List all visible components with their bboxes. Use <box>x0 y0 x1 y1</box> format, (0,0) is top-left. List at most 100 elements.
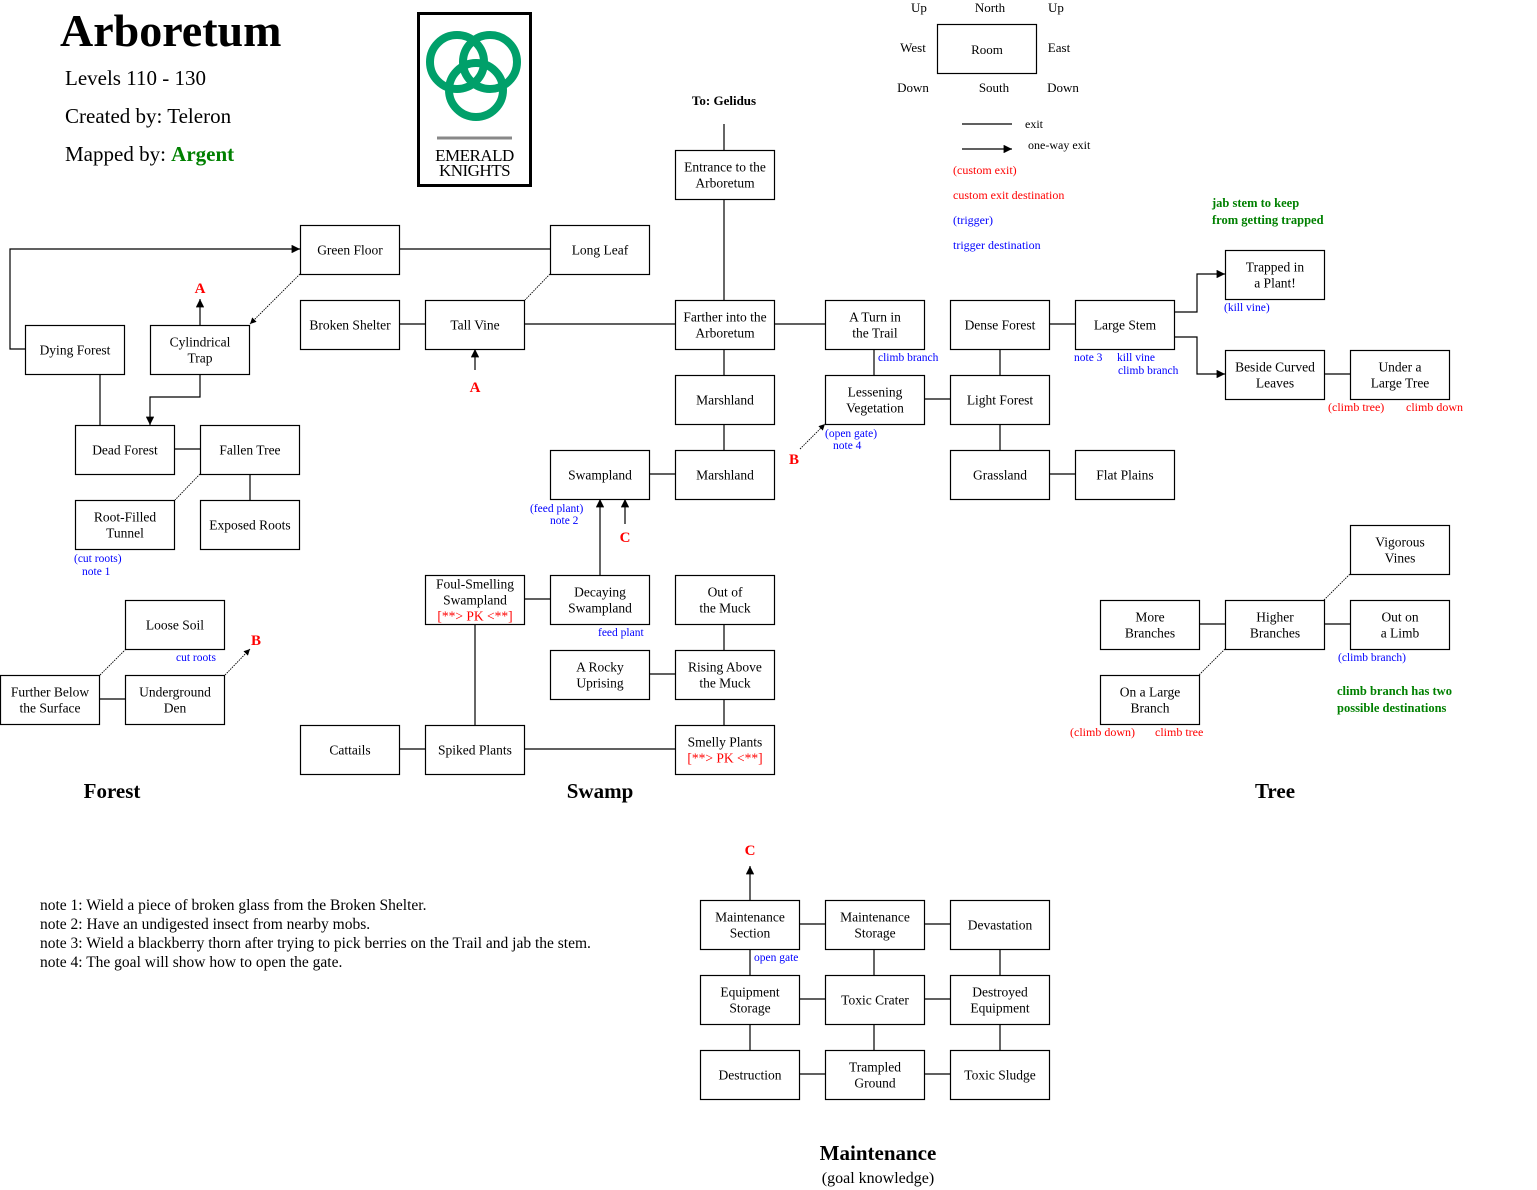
room-label: More <box>1135 610 1164 625</box>
room-flat: Flat Plains <box>1074 449 1176 501</box>
room-box <box>124 674 226 726</box>
room-box <box>824 299 926 351</box>
one-way-exit <box>145 374 201 425</box>
room-box <box>1099 599 1201 651</box>
note-item: note 1: Wield a piece of broken glass fr… <box>40 897 427 914</box>
room-label: Arboretum <box>695 326 755 341</box>
room-label: Swampland <box>568 601 632 616</box>
room-label: the Muck <box>699 676 751 691</box>
annotation-climb-tree-custom: (climb tree) <box>1328 400 1384 414</box>
room-fallen: Fallen Tree <box>199 424 301 476</box>
one-way-exit <box>799 423 826 450</box>
room-label: a Limb <box>1381 626 1420 641</box>
annotation-kill-vine-dest: kill vine <box>1117 352 1155 364</box>
room-label: Green Floor <box>317 243 383 258</box>
annotation-marker-b-den: B <box>251 633 261 649</box>
creator-credit: Created by: Teleron <box>65 104 232 128</box>
room-dying: Dying Forest <box>24 324 126 376</box>
one-way-exit <box>249 273 301 325</box>
room-marsh1: Marshland <box>674 374 776 426</box>
room-label: Destruction <box>719 1068 782 1083</box>
room-label: Maintenance <box>715 910 785 925</box>
room-box <box>549 649 651 701</box>
room-label: Broken Shelter <box>309 318 391 333</box>
room-label: Toxic Crater <box>841 993 909 1008</box>
room-box <box>1349 599 1451 651</box>
notes-list: note 1: Wield a piece of broken glass fr… <box>40 896 591 972</box>
exit-link <box>524 273 551 301</box>
area-title: Arboretum <box>60 5 282 56</box>
room-label: Large Stem <box>1094 318 1157 333</box>
room-box <box>424 299 526 351</box>
one-way-exit <box>1174 269 1225 313</box>
one-way-exit <box>1174 336 1225 379</box>
room-label: Light Forest <box>967 393 1034 408</box>
annotation-cut-roots-trigger: (cut roots) <box>74 553 122 565</box>
room-label: Vines <box>1385 551 1416 566</box>
room-box <box>824 374 926 426</box>
room-tallvine: Tall Vine <box>424 299 526 351</box>
room-label: Branches <box>1125 626 1175 641</box>
room-box <box>949 449 1051 501</box>
room-box <box>674 724 776 776</box>
exit-link <box>1323 573 1351 601</box>
annotation-feed-plant-trigger: (feed plant) <box>530 503 583 515</box>
one-way-exit <box>224 648 251 676</box>
pk-warning: [**> PK <**] <box>437 609 512 624</box>
legend-south: South <box>979 80 1010 95</box>
annotation-note1-ref: note 1 <box>82 566 111 578</box>
exit-link <box>1198 648 1226 676</box>
annotation-kill-vine-trigger: (kill vine) <box>1224 302 1270 314</box>
one-way-exit <box>9 244 300 350</box>
room-label: Further Below <box>11 685 90 700</box>
room-label: Cylindrical <box>170 335 231 350</box>
room-label: Storage <box>729 1001 770 1016</box>
legend-up-right: Up <box>1048 0 1064 15</box>
room-box <box>674 374 776 426</box>
room-label: the Surface <box>19 701 80 716</box>
legend-down-left: Down <box>897 80 929 95</box>
annotation-climb-branch-trigger: (climb branch) <box>1338 652 1406 664</box>
room-label: Grassland <box>973 468 1027 483</box>
room-label: Equipment <box>720 985 779 1000</box>
room-box <box>74 499 176 551</box>
room-label: A Turn in <box>849 310 901 325</box>
section-maintenance-subtitle: (goal knowledge) <box>821 1170 935 1187</box>
room-swampland: Swampland <box>549 449 651 501</box>
room-largestem: Large Stem <box>1074 299 1176 351</box>
room-label: Under a <box>1378 360 1421 375</box>
room-label: Loose Soil <box>146 618 204 633</box>
room-label: Arboretum <box>695 176 755 191</box>
room-label: Marshland <box>696 393 754 408</box>
section-swamp: Swamp <box>566 779 634 803</box>
room-label: Underground <box>139 685 211 700</box>
room-box <box>74 424 176 476</box>
room-box <box>1349 524 1451 576</box>
room-label: Lessening <box>848 385 903 400</box>
room-label: Cattails <box>329 743 370 758</box>
room-sludge: Toxic Sludge <box>949 1049 1051 1101</box>
room-box <box>949 974 1051 1026</box>
room-destruction: Destruction <box>699 1049 801 1101</box>
room-label: Root-Filled <box>94 510 157 525</box>
room-label: the Muck <box>699 601 751 616</box>
room-label: Destroyed <box>972 985 1028 1000</box>
annotation-to-gelidus: To: Gelidus <box>692 93 756 108</box>
room-limb: Out ona Limb <box>1349 599 1451 651</box>
room-label: Dying Forest <box>40 343 111 358</box>
annotation-marker-c-swamp: C <box>620 530 631 546</box>
room-label: Den <box>164 701 187 716</box>
room-box <box>949 899 1051 951</box>
room-box <box>824 974 926 1026</box>
room-box <box>949 374 1051 426</box>
room-label: Beside Curved <box>1235 360 1315 375</box>
mapper-label: Mapped by: <box>65 142 172 166</box>
annotation-open-gate-trigger: (open gate) <box>825 428 877 440</box>
room-box <box>824 1049 926 1101</box>
